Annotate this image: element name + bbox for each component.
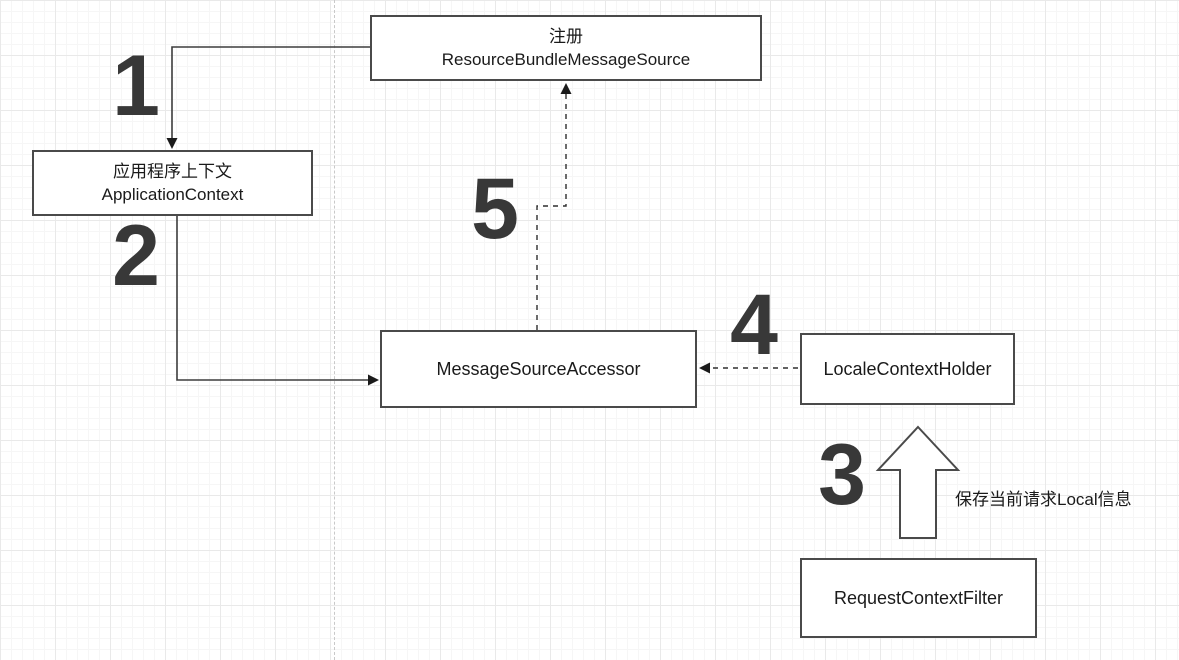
node-application-context[interactable]: 应用程序上下文 ApplicationContext — [32, 150, 313, 216]
node-resource-title-en: ResourceBundleMessageSource — [441, 50, 691, 69]
node-application-title-en: ApplicationContext — [101, 185, 244, 204]
node-message-source-accessor[interactable]: MessageSourceAccessor — [380, 330, 697, 408]
annotation-save-locale-info[interactable]: 保存当前请求Local信息 — [955, 490, 1132, 509]
arrow-step5-accessor-to-bundle[interactable] — [536, 83, 572, 330]
node-resource-title-cn: 注册 — [549, 27, 583, 46]
step-number-5[interactable]: 5 — [471, 161, 519, 257]
page-divider — [334, 0, 335, 660]
node-resource-bundle-message-source[interactable]: 注册 ResourceBundleMessageSource — [370, 15, 762, 81]
node-filter-label: RequestContextFilter — [833, 587, 1004, 608]
arrow-step2-context-to-accessor[interactable] — [176, 216, 379, 386]
step-number-3[interactable]: 3 — [818, 427, 866, 523]
step-number-1[interactable]: 1 — [112, 38, 160, 134]
node-application-title-cn: 应用程序上下文 — [113, 162, 232, 181]
node-accessor-label: MessageSourceAccessor — [436, 358, 641, 379]
step-number-4[interactable]: 4 — [730, 277, 778, 373]
step-number-2[interactable]: 2 — [112, 208, 160, 304]
node-locale-context-holder[interactable]: LocaleContextHolder — [800, 333, 1015, 405]
arrow-step1-register[interactable] — [166, 46, 371, 149]
node-locale-label: LocaleContextHolder — [823, 358, 992, 379]
block-arrow-step3-filter-to-locale[interactable] — [875, 425, 961, 539]
node-request-context-filter[interactable]: RequestContextFilter — [800, 558, 1037, 638]
